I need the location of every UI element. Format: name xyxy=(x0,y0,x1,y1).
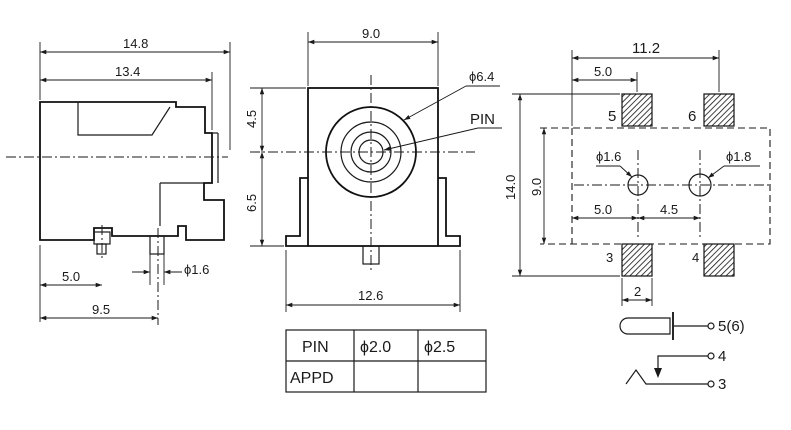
terminal-5-6 xyxy=(707,322,715,330)
schematic-pin-body xyxy=(619,317,671,335)
appd-table: PIN ϕ2.0 ϕ2.5 APPD xyxy=(285,329,487,393)
front-tab-right xyxy=(438,177,461,247)
dim-front-4-5: 4.5 xyxy=(244,110,259,128)
front-tab-left xyxy=(285,177,308,247)
dim-side-14-8: 14.8 xyxy=(123,36,148,51)
dim-fp-9-0: 9.0 xyxy=(529,178,544,196)
label-pin: PIN xyxy=(470,111,495,128)
pad-5 xyxy=(621,93,653,127)
pad-3 xyxy=(621,243,653,277)
pcb-footprint: 5 6 3 4 11.2 5.0 14.0 9.0 ϕ1.6 ϕ xyxy=(503,40,771,306)
pad-6-label: 6 xyxy=(688,108,696,125)
dim-front-phi-6-4: ϕ6.4 xyxy=(469,69,494,84)
side-pin-right xyxy=(149,235,165,255)
table-header-phi-2-5: ϕ2.5 xyxy=(424,339,455,356)
schematic-switch-line xyxy=(657,355,708,372)
dim-front-6-5: 6.5 xyxy=(244,194,259,212)
side-body-outline xyxy=(39,101,225,241)
dim-side-5-0: 5.0 xyxy=(62,269,80,284)
pad-4-label: 4 xyxy=(692,250,699,265)
table-header-pin: PIN xyxy=(302,339,329,356)
pad-5-label: 5 xyxy=(608,108,616,125)
front-view: 9.0 4.5 6.5 12.6 ϕ6.4 PIN xyxy=(244,26,502,312)
pad-3-label: 3 xyxy=(606,250,613,265)
dim-side-13-4: 13.4 xyxy=(115,64,140,79)
pad-4 xyxy=(703,243,735,277)
dim-front-9-0: 9.0 xyxy=(362,26,380,41)
side-internal-slot xyxy=(77,102,171,136)
terminal-3 xyxy=(707,380,715,388)
dim-fp-5-0-top: 5.0 xyxy=(594,64,612,79)
table-header-phi-2-0: ϕ2.0 xyxy=(360,339,391,356)
dim-side-phi-1-6: ϕ1.6 xyxy=(184,262,209,277)
side-view: 14.8 13.4 5.0 9.5 ϕ1.6 xyxy=(6,36,231,325)
schematic-label-4: 4 xyxy=(718,348,726,365)
dim-fp-11-2: 11.2 xyxy=(632,40,660,57)
terminal-4 xyxy=(707,352,715,360)
dim-front-12-6: 12.6 xyxy=(358,288,383,303)
schematic-label-3: 3 xyxy=(718,376,726,393)
pad-6 xyxy=(703,93,735,127)
dim-side-9-5: 9.5 xyxy=(92,302,110,317)
dim-fp-phi-1-8: ϕ1.8 xyxy=(726,149,751,164)
jack-schematic: 5(6) 4 3 xyxy=(619,312,745,393)
dim-fp-phi-1-6: ϕ1.6 xyxy=(596,149,621,164)
dim-fp-4-5: 4.5 xyxy=(660,202,678,217)
schematic-label-5-6: 5(6) xyxy=(718,318,745,335)
schematic-sleeve-line xyxy=(625,368,708,385)
dim-fp-2: 2 xyxy=(634,284,641,299)
dim-fp-5-0-mid: 5.0 xyxy=(594,202,612,217)
table-row-label-appd: APPD xyxy=(290,370,334,387)
dim-fp-14-0: 14.0 xyxy=(503,175,518,200)
footprint-outline xyxy=(540,127,771,245)
